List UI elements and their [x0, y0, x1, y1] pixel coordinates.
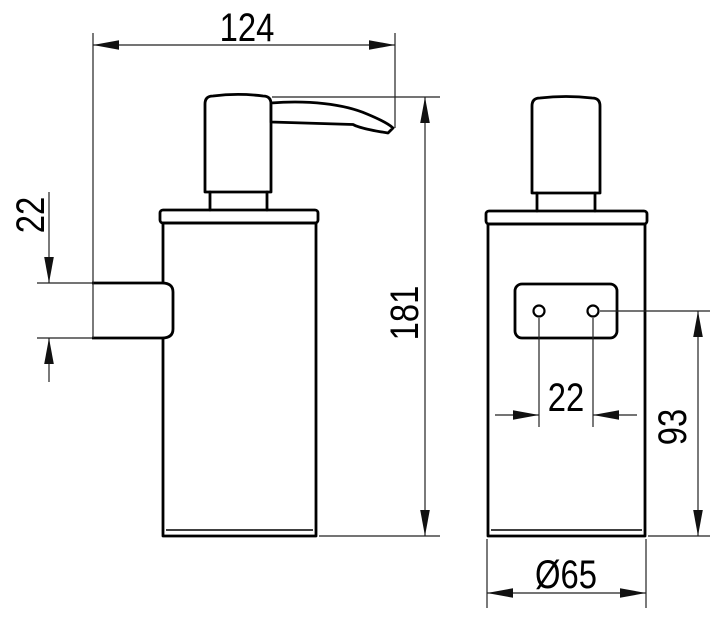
dimension-label-height: 181: [382, 286, 427, 341]
spout: [269, 100, 395, 135]
flange-front: [484, 209, 649, 226]
dimension-hole-to-base: 93: [600, 310, 710, 537]
pump-head-front: [530, 95, 602, 195]
dimension-height: 181: [272, 96, 440, 537]
dimension-label-diameter: Ø65: [535, 552, 597, 597]
arrowhead-down: [693, 510, 703, 536]
arrowhead-right: [369, 40, 395, 50]
dimension-hole-spacing: 22: [495, 318, 637, 427]
pump-head-side: [203, 93, 273, 194]
wall-bracket: [92, 281, 175, 340]
flange-side: [158, 208, 320, 225]
side-view: [92, 93, 395, 538]
arrowhead-left: [93, 40, 119, 50]
dimension-label-bracket-height: 22: [8, 197, 53, 233]
arrowhead-left: [487, 588, 513, 598]
arrowhead-up: [44, 338, 54, 364]
pump-neck-side: [208, 190, 269, 212]
dimension-label-width: 124: [220, 5, 275, 50]
dimension-label-hole-to-base: 93: [650, 409, 695, 445]
arrowhead-up: [693, 311, 703, 337]
arrowhead-down: [44, 257, 54, 283]
dimension-label-hole-spacing: 22: [548, 375, 584, 420]
dimension-diameter: Ø65: [486, 539, 647, 608]
arrowhead-left: [593, 410, 619, 420]
dimension-width: 124: [92, 5, 396, 338]
front-view: [484, 95, 649, 538]
mounting-hole-right: [586, 304, 600, 318]
dimension-bracket-height: 22: [8, 192, 92, 382]
arrowhead-up: [420, 97, 430, 123]
mounting-hole-left: [532, 304, 546, 318]
pump-neck-front: [535, 191, 597, 213]
arrowhead-right: [620, 588, 646, 598]
body-front: [486, 222, 647, 538]
arrowhead-down: [420, 510, 430, 536]
arrowhead-right: [513, 410, 539, 420]
body-side: [161, 221, 318, 538]
